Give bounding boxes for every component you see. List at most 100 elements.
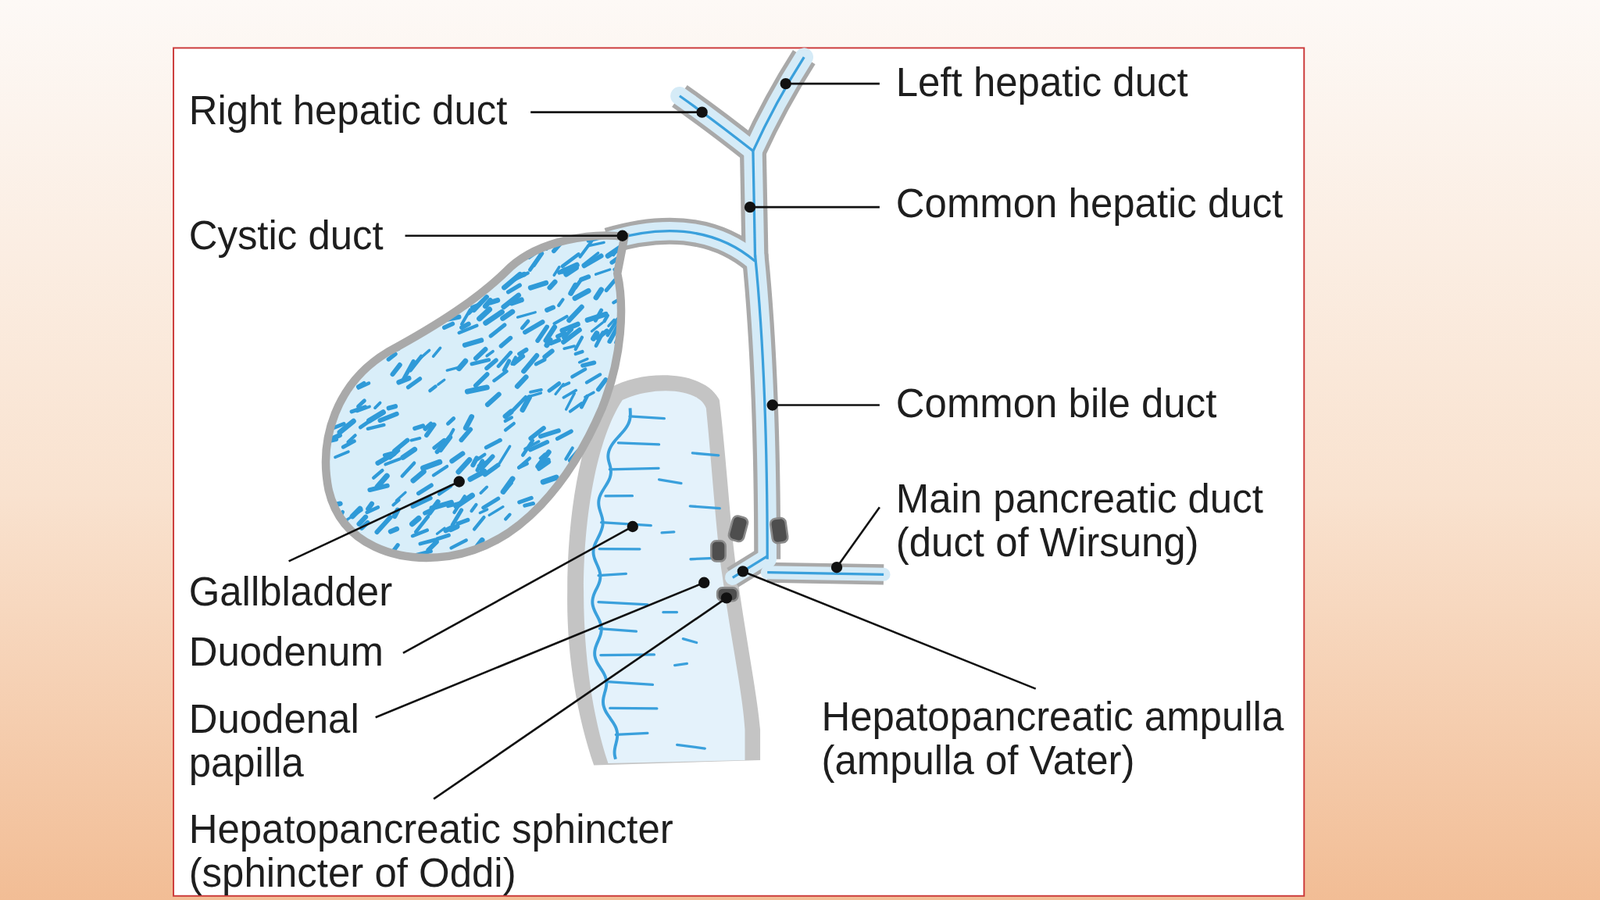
bile-streak (485, 464, 499, 475)
bile-streak (357, 406, 370, 411)
bile-streak (622, 475, 633, 481)
mucosal-fold (605, 494, 633, 497)
bile-streak (510, 249, 521, 252)
bile-streak (559, 269, 565, 273)
bile-streak (394, 263, 404, 268)
bile-streak (433, 466, 447, 475)
bile-streak (505, 514, 510, 520)
bile-streak (411, 438, 421, 441)
bile-streak (518, 458, 530, 468)
bile-streak (530, 282, 547, 288)
bile-streak (579, 358, 588, 362)
mucosal-fold (692, 453, 718, 456)
mucosal-fold (598, 602, 648, 605)
bile-streak (396, 294, 408, 305)
bile-streak (394, 440, 408, 452)
bile-streak (490, 325, 505, 336)
duct-lumen (755, 255, 768, 560)
bile-streak (610, 478, 619, 493)
duct-wall (767, 572, 884, 575)
mucosal-fold (675, 663, 688, 665)
leader-dot (781, 78, 791, 89)
bile-streak (467, 271, 478, 275)
bile-streak (586, 374, 600, 383)
bile-streak (546, 339, 550, 346)
bile-streak (505, 411, 511, 417)
bile-streak (575, 351, 583, 354)
bile-streak (550, 282, 556, 288)
bile-streak (542, 228, 551, 239)
part-label: Common bile duct (896, 381, 1356, 425)
part-label: Hepatopancreatic ampulla (ampulla of Vat… (821, 694, 1332, 783)
duct-lumen (607, 231, 755, 262)
bile-streak (392, 500, 399, 505)
leader-dot (697, 107, 708, 118)
bile-streak (409, 267, 420, 272)
bile-streak (325, 260, 343, 265)
bile-streak (381, 235, 400, 241)
bile-streak (403, 264, 423, 272)
bile-streak (604, 432, 617, 443)
bile-streak (445, 429, 454, 445)
bile-streak (505, 423, 515, 430)
bile-streak (596, 269, 611, 275)
bile-streak (480, 486, 487, 493)
bile-streak (446, 527, 454, 531)
bile-streak (622, 485, 640, 493)
bile-streak (614, 463, 627, 475)
bile-streak (379, 313, 391, 317)
bile-streak (522, 530, 533, 543)
bile-streak (625, 490, 636, 496)
bile-streak (471, 504, 477, 511)
mucosal-fold (629, 416, 665, 419)
leader-line (836, 507, 880, 568)
mucosal-fold (598, 573, 626, 575)
bile-streak (556, 513, 566, 523)
bile-streak (519, 350, 527, 354)
bile-streak (490, 550, 503, 557)
bile-streak (358, 383, 365, 387)
bile-streak (435, 270, 449, 282)
bile-streak (460, 244, 473, 248)
bile-streak (437, 535, 450, 540)
bile-flow-line (753, 57, 804, 151)
bile-streak (337, 542, 347, 550)
bile-streak (404, 254, 410, 261)
bile-streak (471, 360, 490, 365)
mucosal-fold (617, 442, 659, 445)
bile-streak (599, 504, 607, 511)
leader-line (772, 403, 880, 407)
leader-dot (628, 521, 638, 532)
leader-dot (767, 400, 778, 411)
bile-streak (503, 295, 519, 308)
bile-streak (598, 526, 611, 533)
bile-streak (348, 271, 358, 275)
bile-streak (403, 361, 414, 379)
mucosal-fold (661, 530, 675, 534)
mucosal-fold (609, 467, 659, 469)
bile-streak (367, 318, 383, 323)
bile-streak (346, 258, 361, 268)
bile-streak (465, 416, 472, 428)
bile-streak (433, 347, 441, 357)
bile-streak (603, 507, 620, 513)
bile-streak (483, 498, 499, 508)
sphincter-band (769, 517, 789, 544)
bile-streak (584, 256, 602, 266)
bile-streak (451, 539, 467, 548)
bile-streak (525, 503, 534, 506)
bile-streak (337, 557, 354, 564)
duct-lumen (767, 572, 884, 575)
bile-streak (513, 396, 526, 410)
bile-streak (625, 435, 636, 445)
bile-streak (625, 227, 636, 233)
bile-streak (523, 355, 537, 372)
bile-streak (453, 496, 465, 513)
leader-line (289, 481, 460, 561)
leader-line (405, 234, 623, 237)
bile-streak (386, 277, 393, 289)
bile-streak (562, 253, 579, 266)
bile-streak (458, 282, 465, 289)
bile-streak (629, 480, 636, 487)
bile-streak (593, 333, 597, 340)
